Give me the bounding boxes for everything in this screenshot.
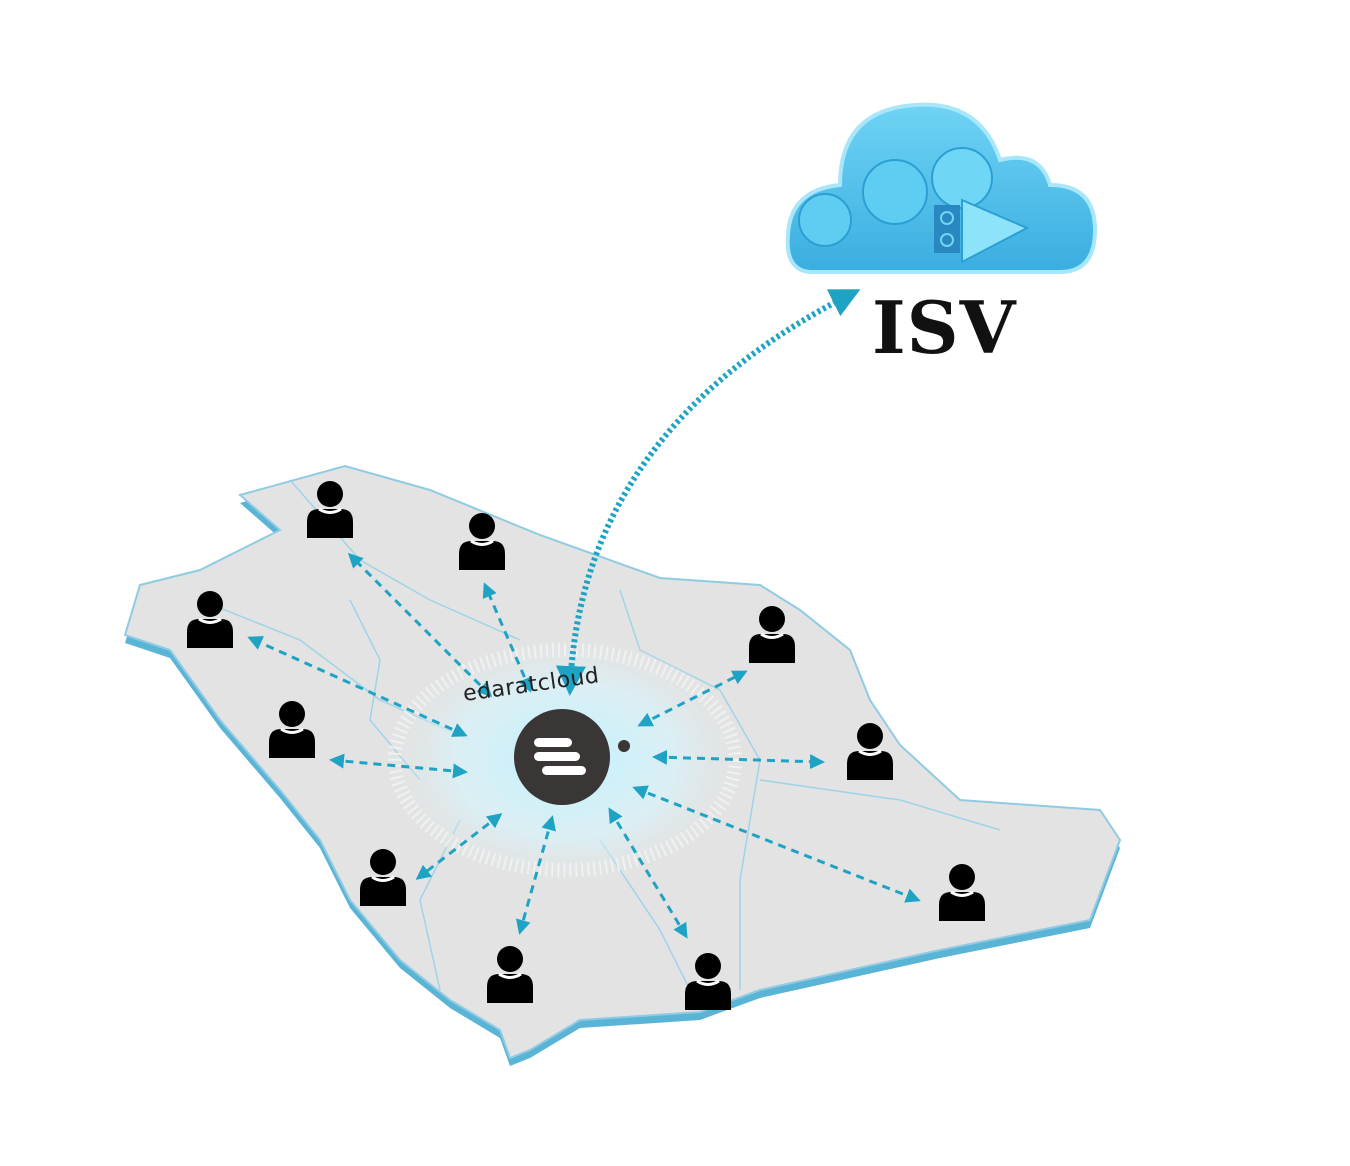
edaratcloud-logo (514, 709, 630, 805)
play-store-icon (961, 198, 1030, 264)
arrow-user-7 (415, 813, 503, 880)
arrow-user-3 (247, 636, 468, 737)
gear-network-icon (862, 159, 928, 225)
arrow-user-2 (482, 582, 533, 693)
cloud-code-icon (798, 193, 852, 247)
isv-label: ISV (872, 285, 1017, 370)
arrow-user-9 (516, 815, 556, 935)
isv-cloud-icon (785, 102, 1098, 274)
saudi-arabia-map (123, 464, 1122, 1066)
isv-connection-arrow (555, 289, 861, 696)
arrow-user-8 (632, 785, 921, 903)
arrow-user-10 (608, 807, 688, 939)
